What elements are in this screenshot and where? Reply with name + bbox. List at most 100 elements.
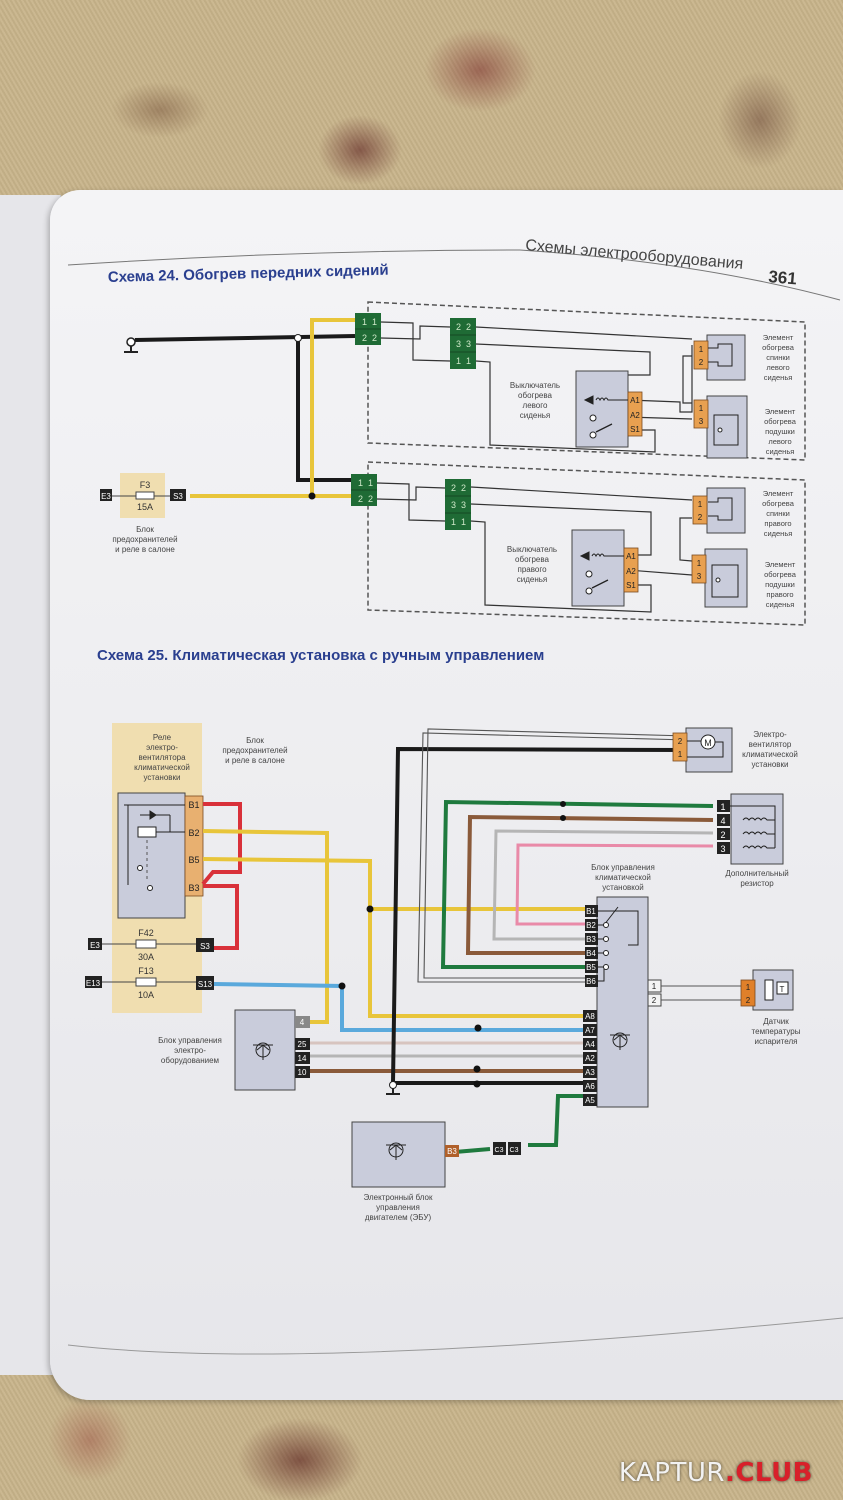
- svg-text:A5: A5: [585, 1096, 595, 1105]
- svg-text:B5: B5: [188, 855, 199, 865]
- svg-text:1: 1: [698, 500, 703, 509]
- svg-text:климатической: климатической: [742, 750, 798, 759]
- svg-text:A7: A7: [585, 1026, 595, 1035]
- svg-text:установки: установки: [751, 760, 788, 769]
- svg-text:левого: левого: [523, 401, 548, 410]
- svg-text:2: 2: [652, 996, 657, 1005]
- svg-text:F13: F13: [138, 966, 154, 976]
- transistor-icon: [253, 1042, 273, 1060]
- sensor-label: Датчик температуры испарителя: [752, 1017, 801, 1046]
- svg-text:спинки: спинки: [766, 353, 790, 362]
- svg-text:климатической: климатической: [134, 763, 190, 772]
- climate-control-unit: B1 B2 B3 B4 B5 B6 A8 A7 A4 A2 A3 A6 A5 1…: [583, 896, 662, 1108]
- svg-text:1: 1: [746, 983, 751, 992]
- svg-text:B2: B2: [188, 828, 199, 838]
- svg-text:2: 2: [466, 322, 471, 332]
- svg-text:правого: правого: [766, 590, 793, 599]
- relay-contact-icon: [137, 865, 143, 871]
- thermistor-icon: [764, 979, 774, 1001]
- splice-node: [338, 982, 346, 990]
- svg-text:B3: B3: [188, 883, 199, 893]
- climate-unit-label: Блок управления климатической установкой: [591, 863, 655, 892]
- svg-text:обогрева: обогрева: [518, 391, 552, 400]
- switch-lever-icon: [595, 423, 613, 433]
- scheme24-title: Схема 24. Обогрев передних сидений: [108, 262, 389, 286]
- svg-text:предохранителей: предохранителей: [112, 535, 177, 544]
- wire-pink: [515, 843, 714, 926]
- svg-text:B5: B5: [586, 963, 596, 972]
- svg-text:1: 1: [720, 802, 725, 812]
- svg-text:1: 1: [461, 517, 466, 527]
- splice-node: [389, 1081, 397, 1089]
- svg-text:30A: 30A: [138, 952, 154, 962]
- svg-text:A2: A2: [630, 411, 640, 420]
- wires-yellow: [202, 829, 586, 1024]
- svg-text:Реле: Реле: [153, 733, 172, 742]
- svg-text:спинки: спинки: [766, 509, 790, 518]
- left-seat-boundary: [367, 301, 806, 461]
- fuse-name: F3: [140, 480, 151, 490]
- svg-text:Блок: Блок: [136, 525, 154, 534]
- svg-text:обогрева: обогрева: [764, 417, 797, 426]
- svg-text:2: 2: [461, 483, 466, 493]
- svg-text:левого: левого: [766, 363, 789, 372]
- wire-grey-2: [492, 829, 714, 941]
- wire-ground-main: [134, 334, 356, 342]
- svg-text:B1: B1: [586, 907, 596, 916]
- svg-text:25: 25: [298, 1040, 307, 1049]
- svg-text:правого: правого: [764, 519, 791, 528]
- svg-text:подушки: подушки: [765, 427, 795, 436]
- svg-text:B3: B3: [586, 935, 596, 944]
- svg-text:3: 3: [720, 844, 725, 854]
- svg-text:M: M: [704, 738, 712, 748]
- right-seat-boundary: [367, 461, 806, 626]
- right-cushion-label: Элемент обогрева подушки правого сиденья: [764, 560, 797, 609]
- thin-wires-left-seat: [380, 321, 693, 453]
- svg-text:3: 3: [461, 500, 466, 510]
- transistor-icon: [610, 1032, 630, 1050]
- svg-text:двигателем (ЭБУ): двигателем (ЭБУ): [365, 1213, 432, 1222]
- svg-text:обогрева: обогрева: [515, 555, 549, 564]
- right-switch-label: Выключатель обогрева правого сиденья: [507, 545, 557, 584]
- svg-text:2: 2: [372, 333, 377, 343]
- svg-text:правого: правого: [517, 565, 547, 574]
- svg-text:Блок: Блок: [246, 736, 264, 745]
- svg-text:1: 1: [372, 317, 377, 327]
- bcm-label: Блок управления электро- оборудованием: [158, 1036, 222, 1065]
- svg-text:Датчик: Датчик: [763, 1017, 789, 1026]
- ecu-label: Электронный блок управления двигателем (…: [364, 1193, 433, 1222]
- wire-green: [440, 799, 714, 969]
- ground-symbol: [124, 337, 138, 353]
- svg-text:A1: A1: [626, 552, 636, 561]
- splice-node: [560, 815, 566, 821]
- svg-text:сиденья: сиденья: [764, 373, 793, 382]
- fuse-f42: E3 F42 30A S3: [88, 928, 214, 962]
- footer-rule: [67, 1317, 843, 1355]
- wire-black-ground: [390, 746, 689, 1085]
- svg-text:S3: S3: [173, 492, 183, 501]
- wires-sensor: [661, 985, 742, 1001]
- svg-text:B6: B6: [586, 977, 596, 986]
- ground-symbol: [386, 1088, 400, 1095]
- splice-node: [308, 492, 316, 500]
- blower-fan: 2 1 M: [672, 727, 733, 773]
- svg-text:1: 1: [697, 559, 702, 568]
- svg-text:1: 1: [678, 750, 683, 759]
- svg-text:E3: E3: [101, 492, 111, 501]
- svg-text:C3: C3: [510, 1147, 519, 1154]
- svg-text:S1: S1: [626, 581, 636, 590]
- switch-contact-icon: [589, 414, 597, 422]
- svg-text:испарителя: испарителя: [755, 1037, 798, 1046]
- svg-text:E3: E3: [90, 941, 100, 950]
- svg-text:2: 2: [451, 483, 456, 493]
- svg-text:A8: A8: [585, 1012, 595, 1021]
- fuse-terminal-in: [100, 489, 112, 501]
- fan-relay: B1 B2 B5 B3: [117, 792, 204, 919]
- selector-switch-icon: [598, 906, 639, 982]
- thin-wires-right-seat: [376, 482, 693, 613]
- svg-text:электро-: электро-: [174, 1046, 206, 1055]
- svg-text:установки: установки: [143, 773, 180, 782]
- fuse-block-label: Блок предохранителей и реле в салоне: [112, 525, 177, 554]
- fuse-f3: E3 S3 F3 15A: [100, 473, 186, 518]
- svg-text:1: 1: [699, 404, 704, 413]
